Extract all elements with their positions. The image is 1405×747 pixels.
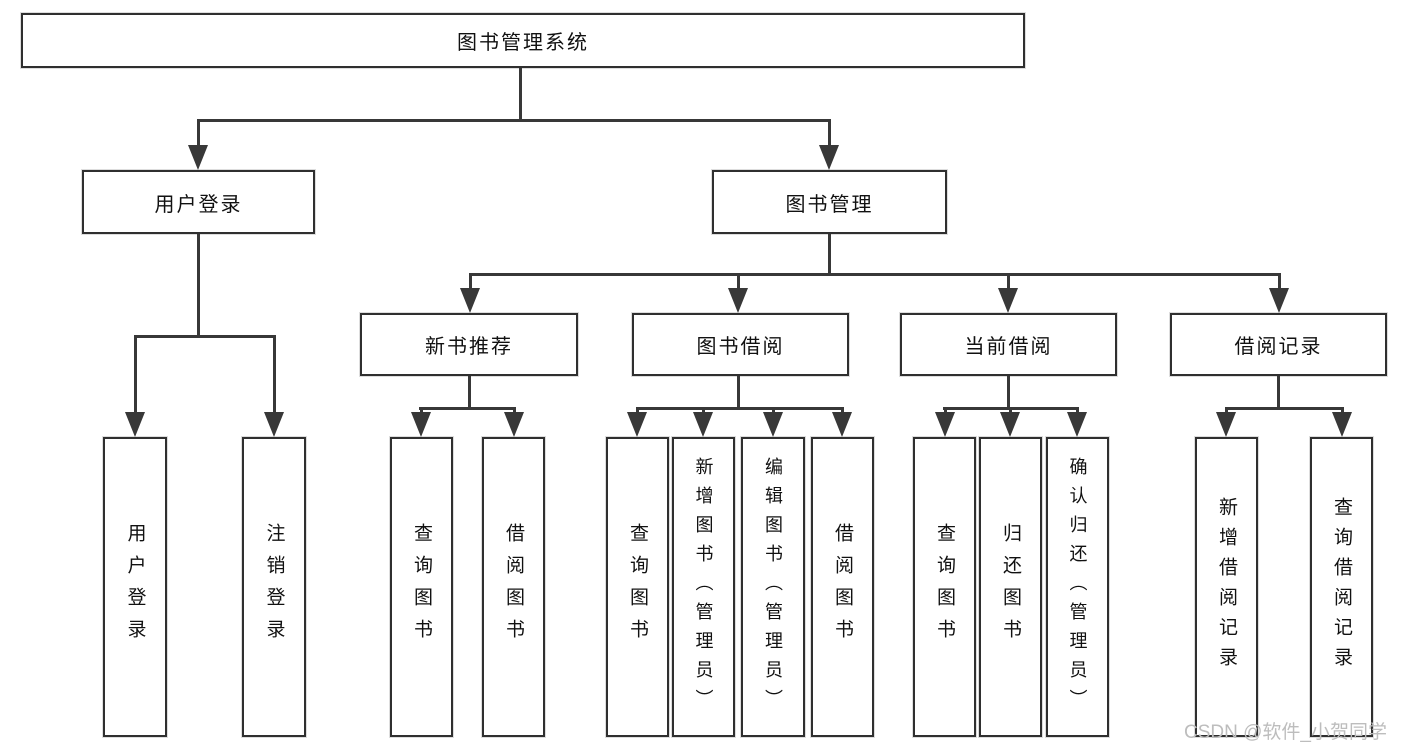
- arrow-down-icon: [1000, 412, 1020, 437]
- connector-to-leaf-login: [134, 335, 137, 413]
- node-current-borrow: 当前借阅: [900, 313, 1117, 376]
- connector-leaf: [1076, 407, 1079, 415]
- connector-to-borrow-records: [1278, 273, 1281, 290]
- node-root: 图书管理系统: [21, 13, 1025, 68]
- arrow-down-icon: [763, 412, 783, 437]
- connector-to-leaf-logout: [273, 335, 276, 413]
- connector-root-trunk: [519, 68, 522, 120]
- connector-leaf: [944, 407, 947, 415]
- arrow-down-icon: [819, 145, 839, 170]
- leaf-query-books-label: 查询图书: [627, 523, 648, 651]
- connector-recommend-bus: [419, 407, 516, 410]
- leaf-confirm-return-admin: 确认归还（管理员）: [1046, 437, 1109, 737]
- leaf-add-books-admin: 新增图书（管理员）: [672, 437, 735, 737]
- connector-level1-bus: [197, 119, 831, 122]
- leaf-add-borrow-record: 新增借阅记录: [1195, 437, 1258, 737]
- leaf-edit-books-admin: 编辑图书（管理员）: [741, 437, 805, 737]
- leaf-query-books-current: 查询图书: [913, 437, 976, 737]
- node-new-book-recommend: 新书推荐: [360, 313, 578, 376]
- connector-book-mgmt-stub: [828, 234, 831, 275]
- leaf-edit-books-admin-label: 编辑图书（管理员）: [763, 456, 783, 718]
- node-book-management-label: 图书管理: [785, 193, 874, 216]
- node-user-login: 用户登录: [82, 170, 315, 234]
- connector-to-new-book-recommend: [469, 273, 472, 290]
- arrow-down-icon: [1067, 412, 1087, 437]
- leaf-confirm-return-admin-label: 确认归还（管理员）: [1067, 456, 1088, 718]
- leaf-query-books-label: 查询图书: [411, 523, 432, 651]
- node-borrow-records-label: 借阅记录: [1234, 336, 1323, 358]
- node-root-label: 图书管理系统: [457, 32, 589, 54]
- leaf-query-books-borrow: 查询图书: [606, 437, 669, 737]
- connector-to-book-management: [828, 119, 831, 147]
- connector-user-login-bus: [134, 335, 276, 338]
- connector-level3-bus: [469, 273, 1281, 276]
- leaf-logout-label: 注销登录: [263, 523, 285, 651]
- arrow-down-icon: [728, 288, 748, 313]
- connector-to-book-borrow: [737, 273, 740, 290]
- arrow-down-icon: [188, 145, 208, 170]
- leaf-logout: 注销登录: [242, 437, 306, 737]
- node-book-borrow-label: 图书借阅: [696, 336, 785, 358]
- leaf-user-login: 用户登录: [103, 437, 167, 737]
- connector-leaf: [513, 407, 516, 415]
- arrow-down-icon: [998, 288, 1018, 313]
- arrow-down-icon: [264, 412, 284, 437]
- connector-recommend-stub: [468, 376, 471, 409]
- arrow-down-icon: [504, 412, 524, 437]
- arrow-down-icon: [1216, 412, 1236, 437]
- leaf-query-books-recommend: 查询图书: [390, 437, 453, 737]
- leaf-borrow-books: 借阅图书: [811, 437, 874, 737]
- connector-to-user-login: [197, 119, 200, 147]
- leaf-return-books: 归还图书: [979, 437, 1042, 737]
- node-current-borrow-label: 当前借阅: [964, 336, 1053, 358]
- connector-borrow-stub: [737, 376, 740, 409]
- connector-leaf: [1225, 407, 1228, 415]
- arrow-down-icon: [627, 412, 647, 437]
- arrow-down-icon: [1269, 288, 1289, 313]
- leaf-query-borrow-record-label: 查询借阅记录: [1331, 497, 1352, 677]
- connector-leaf: [420, 407, 423, 415]
- leaf-add-borrow-record-label: 新增借阅记录: [1216, 497, 1237, 677]
- node-user-login-label: 用户登录: [154, 193, 243, 216]
- node-new-book-recommend-label: 新书推荐: [425, 336, 513, 358]
- leaf-user-login-label: 用户登录: [124, 523, 146, 651]
- csdn-watermark: CSDN @软件_小贺同学: [1184, 722, 1387, 743]
- node-book-borrow: 图书借阅: [632, 313, 849, 376]
- connector-to-current-borrow: [1007, 273, 1010, 290]
- connector-leaf: [702, 407, 705, 415]
- arrow-down-icon: [411, 412, 431, 437]
- arrow-down-icon: [935, 412, 955, 437]
- leaf-query-books-label: 查询图书: [934, 523, 955, 651]
- leaf-add-books-admin-label: 新增图书（管理员）: [693, 456, 714, 718]
- connector-records-bus: [1225, 407, 1344, 410]
- leaf-borrow-books-recommend: 借阅图书: [482, 437, 545, 737]
- arrow-down-icon: [693, 412, 713, 437]
- connector-records-stub: [1277, 376, 1280, 409]
- arrow-down-icon: [1332, 412, 1352, 437]
- connector-leaf: [636, 407, 639, 415]
- connector-leaf: [1009, 407, 1012, 415]
- connector-leaf: [1341, 407, 1344, 415]
- leaf-return-books-label: 归还图书: [1000, 523, 1021, 651]
- connector-leaf: [841, 407, 844, 415]
- node-borrow-records: 借阅记录: [1170, 313, 1387, 376]
- connector-current-stub: [1007, 376, 1010, 409]
- node-book-management: 图书管理: [712, 170, 947, 234]
- leaf-borrow-books-label: 借阅图书: [832, 523, 853, 651]
- arrow-down-icon: [460, 288, 480, 313]
- connector-user-login-stub: [197, 234, 200, 338]
- leaf-query-borrow-record: 查询借阅记录: [1310, 437, 1373, 737]
- arrow-down-icon: [125, 412, 145, 437]
- connector-borrow-bus: [636, 407, 844, 410]
- arrow-down-icon: [832, 412, 852, 437]
- connector-leaf: [772, 407, 775, 415]
- leaf-borrow-books-label: 借阅图书: [503, 523, 524, 651]
